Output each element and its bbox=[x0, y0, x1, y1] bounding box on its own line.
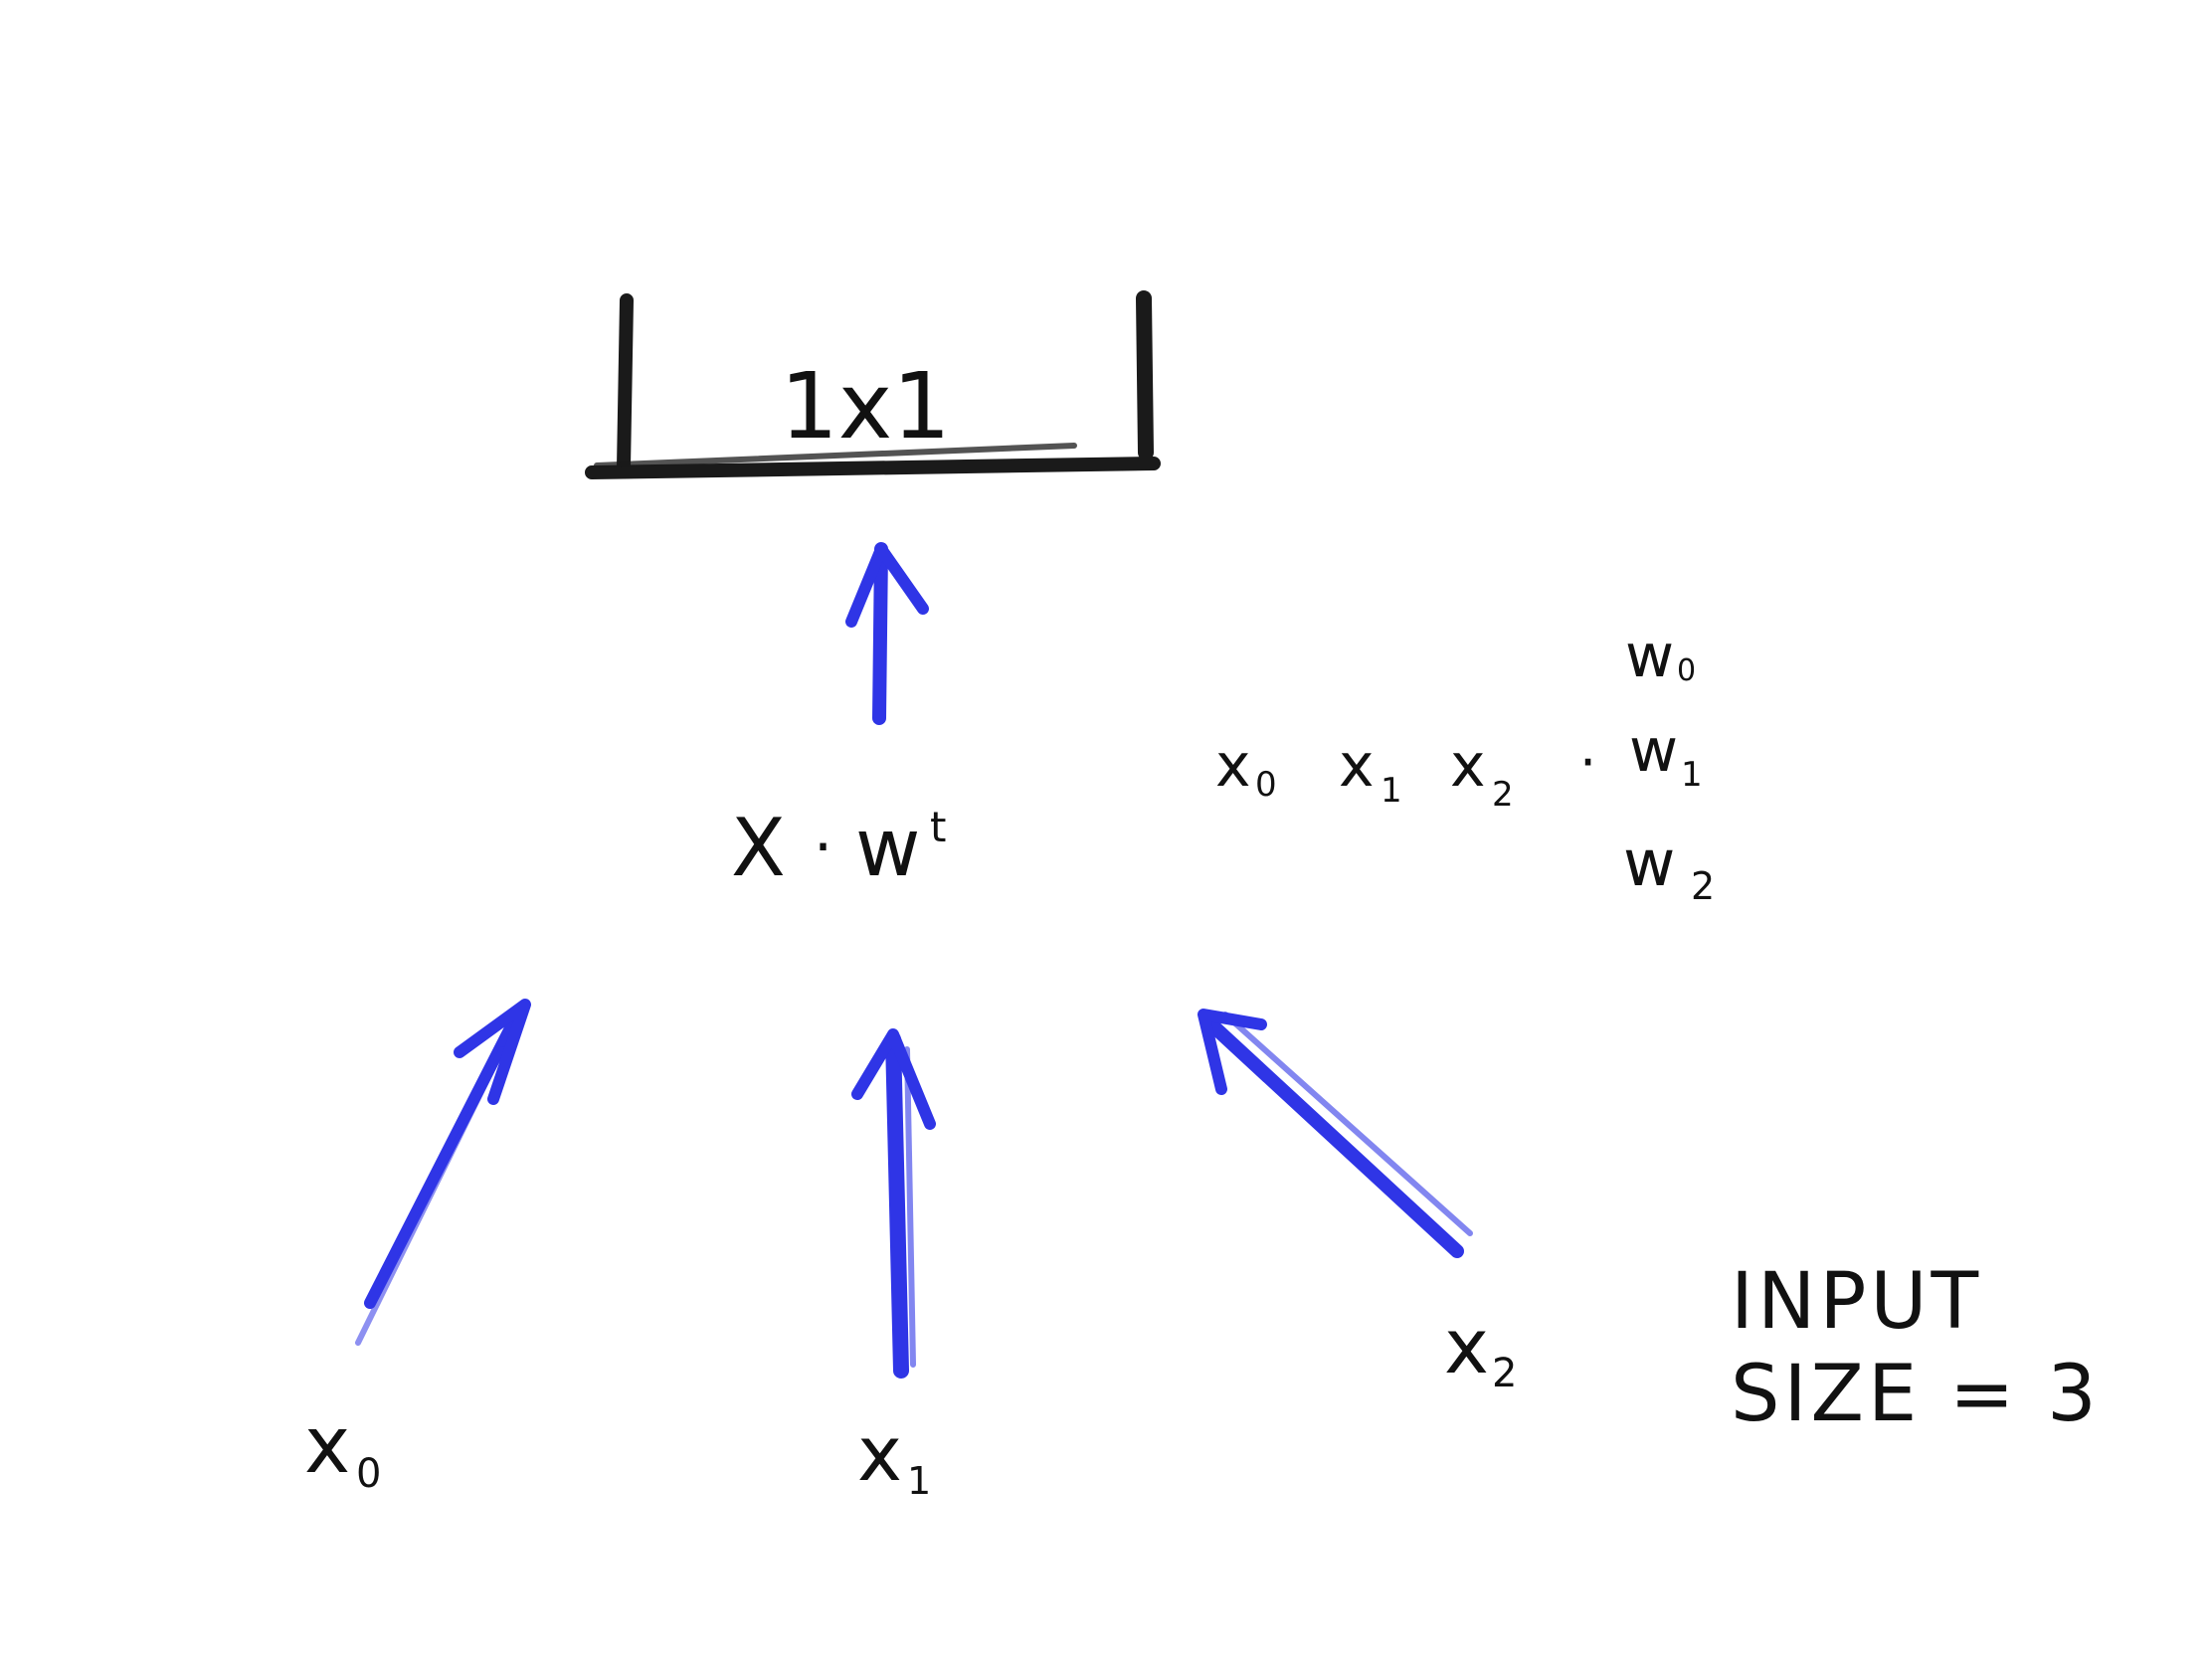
input-size-note: INPUT SIZE = 3 bbox=[1731, 1257, 2101, 1439]
input-x0-sub: 0 bbox=[356, 1451, 381, 1497]
operation-dot: · bbox=[814, 813, 832, 882]
column-vector-w1-sub: 1 bbox=[1681, 755, 1703, 795]
operation-superscript: t bbox=[930, 803, 946, 851]
expansion: x 0 x 1 x 2 · w 0 w 1 w 2 bbox=[1215, 622, 1715, 908]
arrow-to-output bbox=[845, 542, 929, 725]
column-vector-w0: w bbox=[1625, 622, 1674, 691]
output-box-left-edge bbox=[617, 293, 634, 474]
output-box-bottom-edge bbox=[585, 457, 1161, 479]
column-vector-w0-sub: 0 bbox=[1677, 653, 1696, 688]
input-size-note-line2: SIZE = 3 bbox=[1731, 1350, 2101, 1439]
arrow-from-x2 bbox=[1198, 1009, 1473, 1258]
arrow-from-x1 bbox=[851, 1028, 936, 1379]
input-x1-sub: 1 bbox=[907, 1459, 931, 1503]
column-vector-w2-sub: 2 bbox=[1691, 864, 1715, 908]
row-vector-x2: x bbox=[1450, 731, 1486, 801]
row-vector-x1: x bbox=[1339, 731, 1375, 801]
output-box: 1x1 bbox=[585, 290, 1161, 479]
row-vector-x0-sub: 0 bbox=[1255, 765, 1277, 805]
column-vector-w1: w bbox=[1629, 716, 1678, 786]
row-vector-x0: x bbox=[1215, 731, 1251, 801]
row-vector-x1-sub: 1 bbox=[1381, 771, 1402, 811]
output-box-bottom-stroke2 bbox=[594, 443, 1077, 468]
operation-expression: X · w t bbox=[731, 802, 946, 894]
input-x2-sub: 2 bbox=[1492, 1351, 1517, 1396]
input-size-note-line1: INPUT bbox=[1731, 1257, 1982, 1347]
arrow-from-x0 bbox=[355, 999, 531, 1346]
input-x2-base: x bbox=[1444, 1302, 1489, 1390]
input-x1-base: x bbox=[857, 1409, 902, 1498]
expansion-dot: · bbox=[1579, 731, 1596, 794]
operation-w: w bbox=[855, 802, 920, 894]
output-box-label: 1x1 bbox=[780, 353, 951, 460]
input-x2: x 2 bbox=[1444, 1302, 1517, 1396]
operation-x: X bbox=[731, 802, 786, 894]
column-vector-w2: w bbox=[1623, 828, 1675, 901]
input-x1: x 1 bbox=[857, 1409, 931, 1503]
input-x0-base: x bbox=[304, 1401, 350, 1491]
output-box-right-edge bbox=[1136, 290, 1154, 461]
input-x0: x 0 bbox=[304, 1401, 381, 1497]
row-vector-x2-sub: 2 bbox=[1492, 775, 1514, 815]
